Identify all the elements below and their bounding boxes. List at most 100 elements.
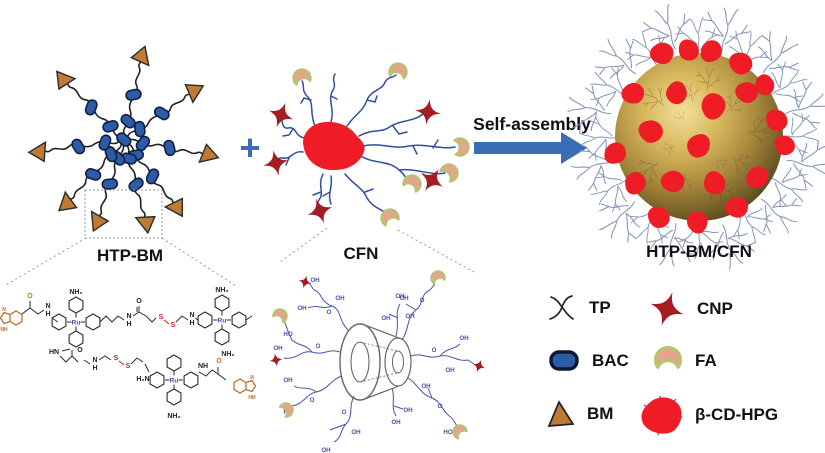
benzimidazole-group bbox=[233, 374, 257, 402]
cnp-icon bbox=[413, 97, 443, 127]
fa-icon bbox=[428, 268, 447, 285]
atom-label-ho: HO bbox=[283, 331, 292, 338]
cfn-molecule bbox=[260, 60, 471, 228]
atom-label-oh: OH bbox=[395, 293, 405, 300]
tetraphenyl-centre bbox=[198, 295, 246, 345]
atom-label-oh: OH bbox=[391, 419, 401, 426]
atom-label-oh: OH bbox=[321, 447, 331, 453]
fa-icon bbox=[290, 66, 313, 87]
htp-bm-structure: O N H NH₂ N H O S S N H NH₂ NH₂ HN O N H… bbox=[0, 287, 257, 420]
atom-label-oh: OH bbox=[403, 407, 413, 414]
product-label: HTP-BM/CFN bbox=[646, 242, 752, 261]
fa-icon bbox=[400, 171, 425, 194]
atom-label-o: O bbox=[77, 347, 83, 354]
atom-label-h: H bbox=[126, 321, 131, 328]
cd-hpg-structure: O OH OH OH O HO OH OH HO O OH OH O OH O … bbox=[268, 268, 488, 453]
atom-label-hn: HN bbox=[49, 349, 59, 356]
atom-label-o: O bbox=[420, 297, 425, 304]
atom-label-nh2: NH₂ bbox=[69, 289, 82, 296]
atom-label-s: S bbox=[114, 355, 119, 362]
atom-label-oh: OH bbox=[445, 367, 455, 374]
atom-label-o: O bbox=[316, 343, 321, 350]
atom-label-oh: OH bbox=[273, 345, 283, 352]
atom-label-o: O bbox=[327, 309, 332, 316]
benzimidazole-group bbox=[0, 306, 23, 334]
atom-label-nh2: NH₂ bbox=[167, 413, 180, 420]
tetraphenyl-centre bbox=[150, 355, 198, 405]
atom-label-o: O bbox=[432, 347, 437, 354]
atom-label-nh2: NH₂ bbox=[221, 351, 234, 358]
atom-label-o: O bbox=[438, 403, 443, 410]
atom-label-n: N bbox=[189, 312, 194, 319]
atom-label-ho: HO bbox=[443, 429, 452, 436]
cnp-icon bbox=[648, 290, 686, 328]
cfn-label: CFN bbox=[344, 244, 379, 263]
htp-bm-label: HTP-BM bbox=[97, 246, 163, 265]
atom-label-oh: OH bbox=[351, 429, 361, 436]
atom-label-oh: OH bbox=[283, 377, 293, 384]
atom-label-nh: NH bbox=[198, 363, 208, 370]
cnp-icon bbox=[268, 352, 284, 368]
bm-icon bbox=[547, 400, 575, 427]
atom-label-n: N bbox=[45, 303, 50, 310]
atom-label-n: N bbox=[126, 313, 131, 320]
atom-label-oh: OH bbox=[421, 383, 431, 390]
atom-label-s: S bbox=[126, 363, 131, 370]
atom-label-oh: OH bbox=[399, 295, 409, 302]
tp-icon bbox=[549, 295, 574, 320]
atom-label-oh: OH bbox=[459, 335, 469, 342]
legend-label-cnp: CNP bbox=[697, 299, 733, 318]
atom-label-oh: OH bbox=[335, 295, 345, 302]
atom-label-s: S bbox=[171, 322, 176, 329]
atom-label-oh: OH bbox=[310, 277, 320, 284]
beta-cd-hpg-icon bbox=[640, 394, 684, 436]
cnp-icon bbox=[470, 357, 488, 375]
atom-label-o: O bbox=[342, 409, 347, 416]
fa-icon bbox=[453, 136, 471, 158]
hpg-labels: O OH OH OH O HO OH OH HO O OH OH O OH O … bbox=[273, 277, 469, 453]
atom-label-n: N bbox=[92, 357, 97, 364]
cfn-core bbox=[303, 121, 365, 171]
legend-label-beta-cd-hpg: β-CD-HPG bbox=[695, 405, 779, 424]
atom-label-oh: OH bbox=[405, 313, 415, 320]
atom-label-s: S bbox=[159, 314, 164, 321]
atom-label-oh: OH bbox=[297, 305, 307, 312]
atom-label-o: O bbox=[216, 358, 222, 365]
atom-label-h: H bbox=[45, 311, 50, 318]
htp-bm-molecule bbox=[25, 42, 223, 238]
legend-label-bac: BAC bbox=[592, 350, 629, 370]
legend-label-bm: BM bbox=[587, 404, 614, 423]
htp-bm-zoom-box bbox=[3, 189, 237, 287]
fa-icon bbox=[271, 305, 291, 324]
atom-label-h: H bbox=[92, 365, 97, 372]
atom-label-o: O bbox=[310, 397, 315, 404]
legend-item-tp: TP bbox=[546, 292, 611, 324]
legend-label-fa: FA bbox=[695, 351, 717, 370]
nanoparticle bbox=[560, 0, 825, 275]
legend-item-bac: BAC bbox=[547, 348, 629, 373]
fa-icon bbox=[278, 399, 297, 419]
fa-icon bbox=[438, 159, 463, 184]
atom-label-h2n: H₂N bbox=[136, 376, 149, 383]
cfn-arms bbox=[275, 73, 456, 215]
plus-icon: + bbox=[239, 127, 260, 168]
bac-icon bbox=[549, 350, 579, 371]
atom-label-h: H bbox=[189, 320, 194, 327]
fa-icon bbox=[387, 60, 410, 80]
cnp-icon bbox=[264, 98, 298, 132]
fa-icon bbox=[449, 421, 469, 441]
legend-item-beta-cd-hpg: β-CD-HPG bbox=[640, 394, 778, 436]
legend-label-tp: TP bbox=[589, 298, 611, 317]
atom-label-o: O bbox=[136, 298, 142, 305]
cyclodextrin-cone bbox=[339, 323, 412, 401]
self-assembly-arrow bbox=[474, 132, 587, 164]
atom-label-nh2: NH₂ bbox=[215, 287, 228, 294]
self-assembly-label: Self-assembly bbox=[473, 114, 591, 134]
legend-item-cnp: CNP bbox=[648, 290, 733, 328]
legend-item-fa: FA bbox=[652, 346, 717, 376]
fa-icon bbox=[653, 346, 683, 369]
atom-label-o: O bbox=[27, 293, 33, 300]
tetraphenyl-centre bbox=[52, 297, 100, 347]
